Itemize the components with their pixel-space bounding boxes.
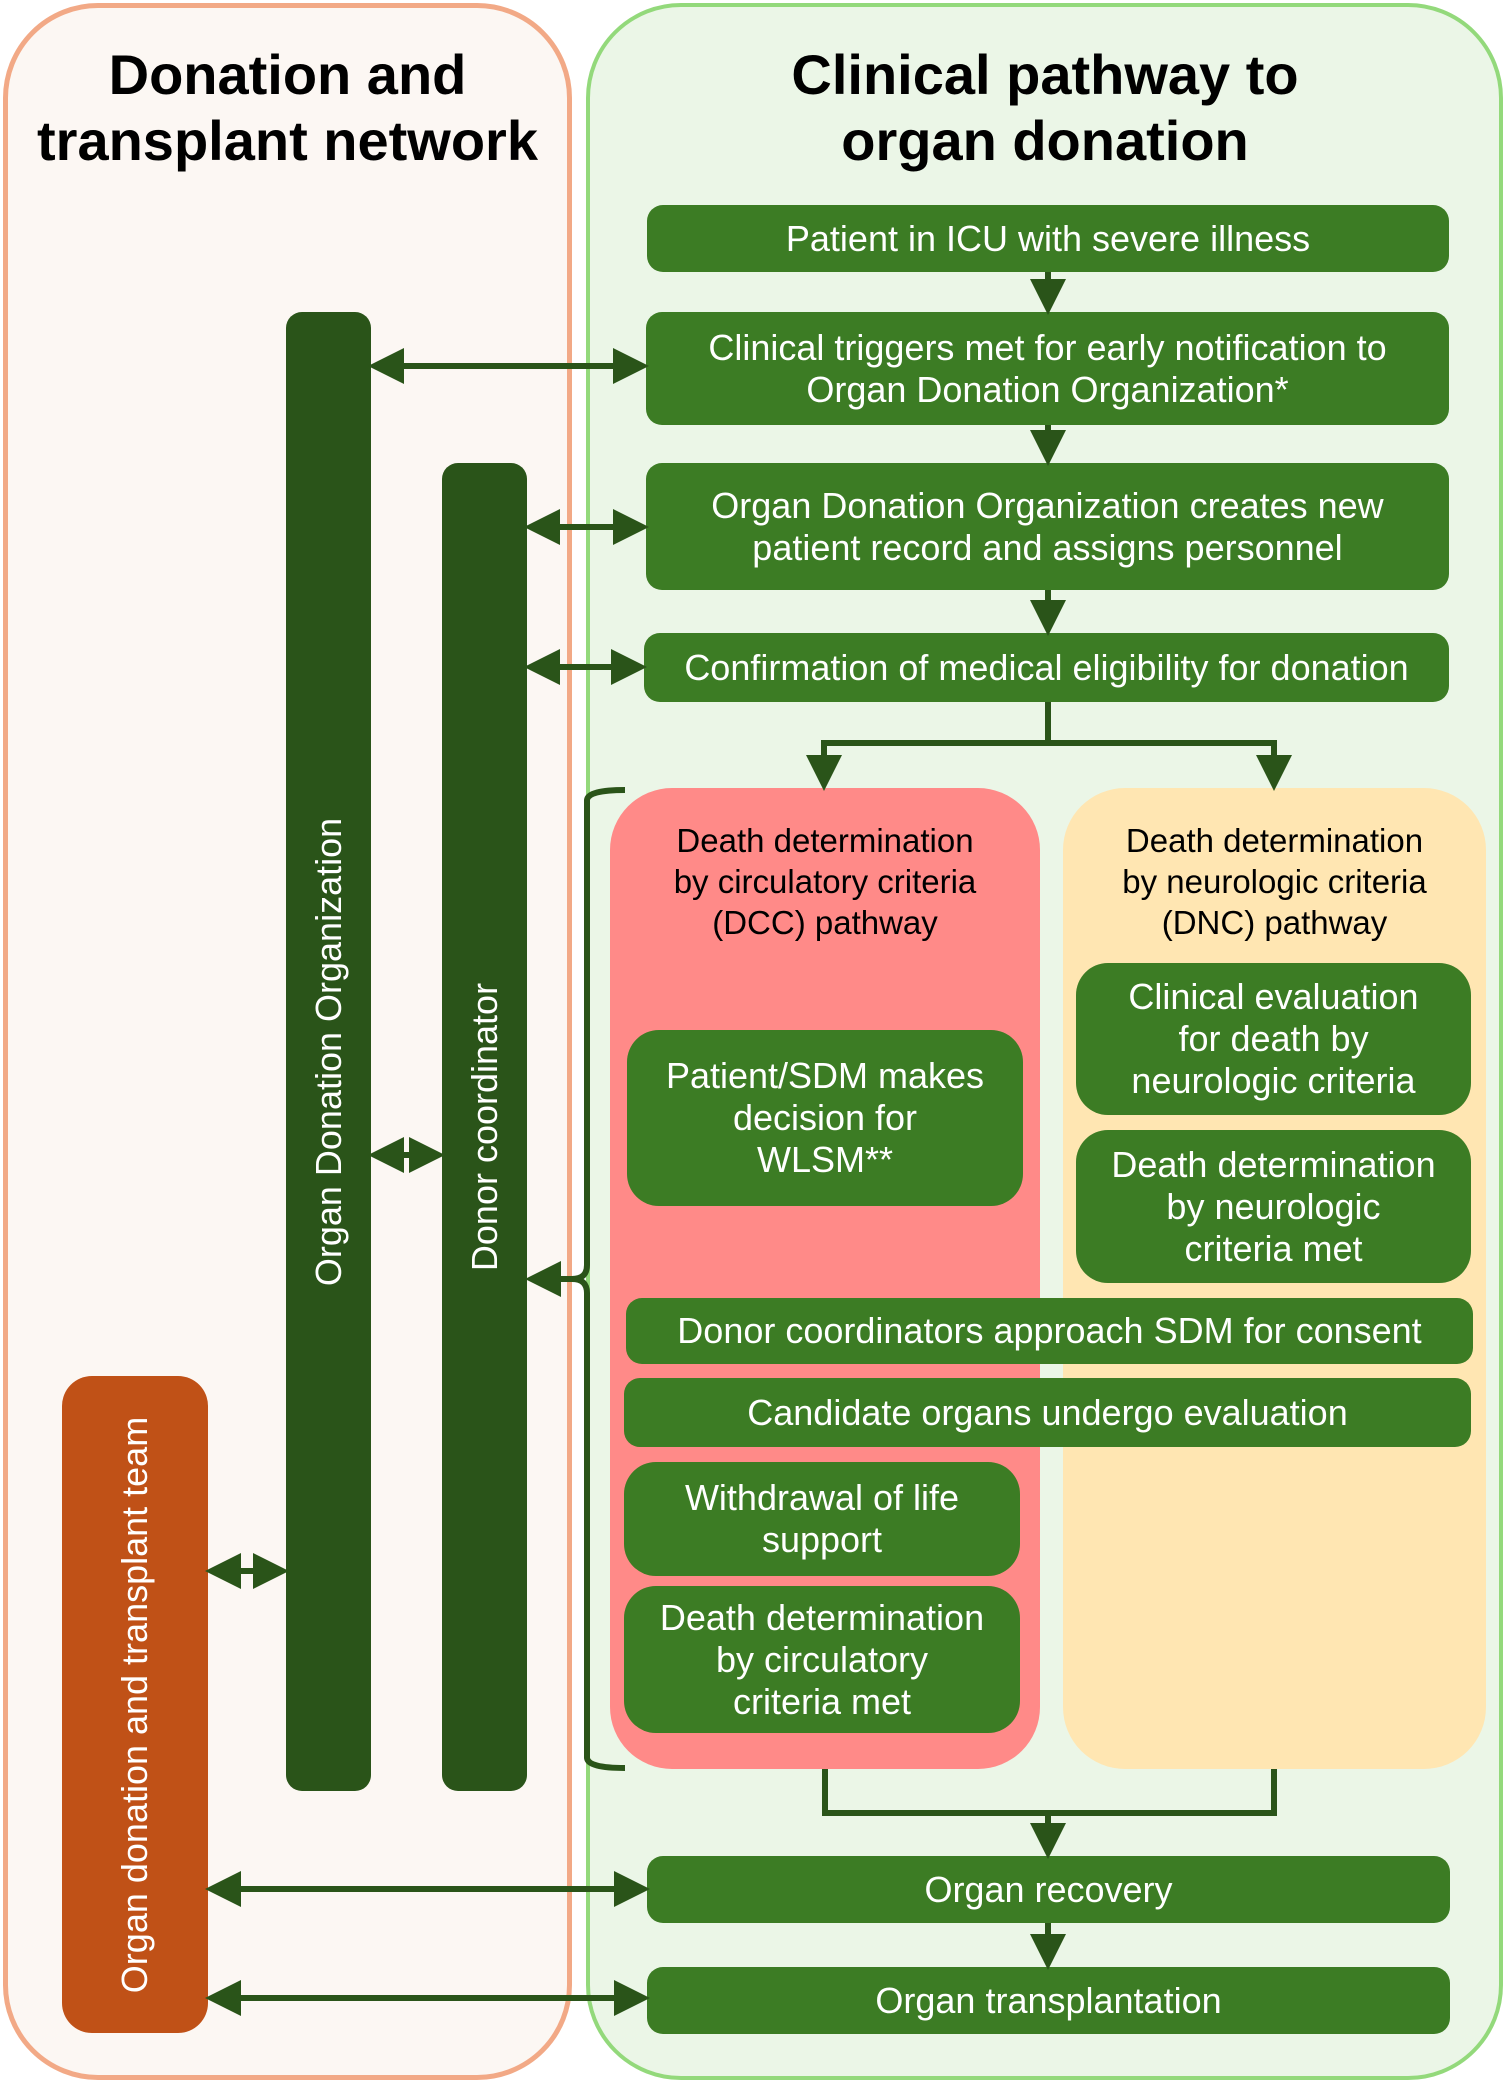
step-clinical-triggers[interactable]: Clinical triggers met for early notifica…: [646, 312, 1449, 425]
step-transplantation-label: Organ transplantation: [875, 1979, 1222, 2021]
network-title: Donation and transplant network: [20, 42, 555, 174]
step-dnc-criteria-met[interactable]: Death determination by neurologic criter…: [1076, 1130, 1471, 1283]
dnc-met-line3: criteria met: [1184, 1227, 1363, 1269]
step-organ-evaluation[interactable]: Candidate organs undergo evaluation: [624, 1378, 1471, 1447]
step-wlsm-decision[interactable]: Patient/SDM makes decision for WLSM**: [627, 1030, 1023, 1206]
dnc-title-line1: Death determination: [1125, 822, 1424, 859]
step-organ-recovery[interactable]: Organ recovery: [647, 1856, 1450, 1923]
step-organ-transplantation[interactable]: Organ transplantation: [647, 1967, 1450, 2034]
dnc-met-line2: by neurologic: [1166, 1185, 1381, 1227]
network-title-line2: transplant network: [37, 109, 538, 172]
dcc-title-line1: Death determination: [676, 822, 974, 859]
dcc-met-line3: criteria met: [732, 1680, 912, 1722]
dnc-eval-line3: neurologic criteria: [1131, 1060, 1416, 1101]
withdrawal-line1: Withdrawal of life: [684, 1477, 960, 1518]
donor-coordinator-bar[interactable]: Donor coordinator: [442, 463, 527, 1791]
dcc-met-line1: Death determination: [659, 1596, 985, 1638]
dnc-met-line1: Death determination: [1111, 1143, 1436, 1185]
dnc-title-line3: (DNC) pathway: [1161, 904, 1388, 941]
step-organ-eval-label: Candidate organs undergo evaluation: [747, 1391, 1348, 1433]
death-determination-bracket: [571, 787, 626, 1771]
dnc-title-line2: by neurologic criteria: [1122, 863, 1427, 900]
step-eligibility-label: Confirmation of medical eligibility for …: [684, 646, 1409, 688]
step-patient-record[interactable]: Organ Donation Organization creates new …: [646, 463, 1449, 590]
step-triggers-line2: Organ Donation Organization*: [806, 368, 1289, 410]
merge-connector: [822, 1769, 1277, 1816]
pathway-title: Clinical pathway to organ donation: [600, 42, 1490, 174]
dnc-eval-line1: Clinical evaluation: [1128, 976, 1419, 1017]
pathway-title-line1: Clinical pathway to: [791, 43, 1299, 106]
step-consent[interactable]: Donor coordinators approach SDM for cons…: [626, 1298, 1473, 1364]
network-title-line1: Donation and: [108, 43, 467, 106]
dnc-eval-line2: for death by: [1178, 1018, 1369, 1059]
withdrawal-line2: support: [761, 1519, 883, 1560]
step-recovery-label: Organ recovery: [924, 1868, 1173, 1910]
dnc-pathway-title: Death determination by neurologic criter…: [1063, 820, 1486, 943]
step-record-line2: patient record and assigns personnel: [752, 526, 1343, 568]
step-icu-patient[interactable]: Patient in ICU with severe illness: [647, 205, 1449, 272]
wlsm-line1: Patient/SDM makes: [665, 1055, 985, 1096]
wlsm-line2: decision for: [732, 1097, 918, 1138]
dcc-title-line3: (DCC) pathway: [712, 904, 938, 941]
step-record-line1: Organ Donation Organization creates new: [711, 484, 1384, 526]
dcc-met-line2: by circulatory: [715, 1638, 929, 1680]
step-eligibility[interactable]: Confirmation of medical eligibility for …: [644, 633, 1449, 702]
step-dnc-clinical-evaluation[interactable]: Clinical evaluation for death by neurolo…: [1076, 963, 1471, 1115]
step-triggers-line1: Clinical triggers met for early notifica…: [708, 326, 1387, 368]
pathway-title-line2: organ donation: [841, 109, 1249, 172]
transplant-team-bar[interactable]: Organ donation and transplant team: [62, 1376, 208, 2033]
step-icu-label: Patient in ICU with severe illness: [785, 217, 1311, 259]
step-dcc-criteria-met[interactable]: Death determination by circulatory crite…: [624, 1586, 1020, 1733]
step-withdrawal-life-support[interactable]: Withdrawal of life support: [624, 1462, 1020, 1576]
odo-bar[interactable]: Organ Donation Organization: [286, 312, 371, 1791]
dcc-title-line2: by circulatory criteria: [673, 863, 977, 900]
dcc-pathway-title: Death determination by circulatory crite…: [610, 820, 1040, 943]
step-consent-label: Donor coordinators approach SDM for cons…: [677, 1310, 1422, 1351]
wlsm-line3: WLSM**: [756, 1139, 894, 1180]
